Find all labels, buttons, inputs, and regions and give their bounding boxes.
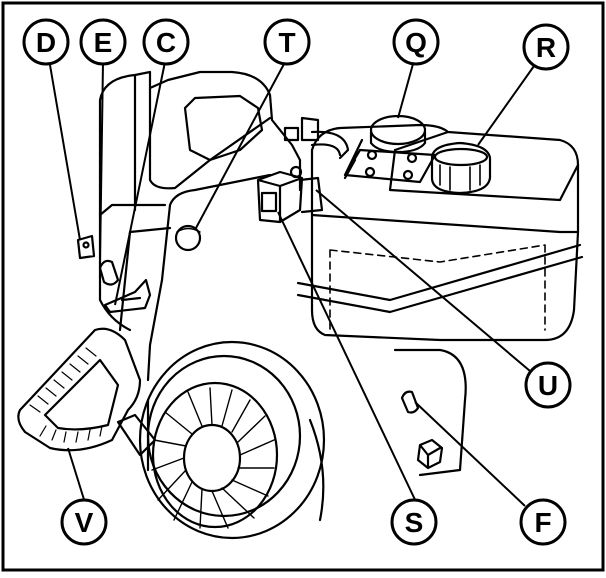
callout-f-label: F [534, 507, 551, 538]
plate-bolt-1 [366, 149, 378, 161]
engine-lower-body [146, 348, 467, 522]
choke-tab-hole [82, 241, 90, 249]
leader-s [277, 211, 419, 507]
shroud-inner-panel [183, 94, 264, 162]
callout-s: S [390, 498, 438, 546]
callout-r: R [522, 23, 570, 71]
callout-v-label: V [75, 507, 94, 538]
starter-handle-inner [43, 358, 120, 431]
stop-switch-highlight [176, 227, 201, 233]
fuel-cap [430, 141, 492, 195]
callout-v: V [60, 498, 108, 546]
leader-c [114, 61, 166, 306]
callout-d-label: D [36, 27, 56, 58]
callout-t: T [263, 18, 311, 66]
lower-fitting [416, 438, 444, 470]
fuel-cap-ridges [439, 164, 481, 191]
starter-handle-grip-lines [29, 347, 103, 443]
leader-u [315, 189, 531, 372]
drain-plug [400, 390, 420, 414]
small-fitting [283, 126, 300, 142]
recoil-starter-outer [138, 340, 326, 540]
engine-block-left-face [146, 173, 272, 382]
fuel-tank [310, 123, 580, 342]
leader-e [99, 61, 104, 263]
fuel-tank-strap [296, 243, 584, 314]
plate-bolt-2 [406, 152, 418, 164]
callout-u-label: U [538, 370, 558, 401]
primer-bolt [289, 165, 303, 179]
primer-switch [260, 191, 278, 213]
callout-d: D [22, 18, 70, 66]
leader-f [414, 401, 526, 507]
leader-q [397, 63, 414, 119]
callout-c-label: C [156, 27, 176, 58]
recoil-starter-grille [151, 381, 279, 529]
callout-c: C [142, 18, 190, 66]
mounting-plate [343, 138, 437, 184]
callout-q-label: Q [405, 27, 427, 58]
leader-v [67, 447, 87, 507]
recoil-starter-fins [151, 387, 275, 529]
choke-tab [76, 234, 96, 260]
engine-shroud [98, 70, 302, 332]
callout-e-label: E [94, 27, 113, 58]
shroud-top-panel [133, 73, 272, 212]
callout-q: Q [392, 18, 440, 66]
fuel-tank-dashed-outline [329, 244, 546, 331]
plate-bolt-3 [402, 169, 414, 181]
plate-bolt-4 [364, 166, 376, 178]
callout-u: U [524, 361, 572, 409]
engine-block-front-panel [98, 203, 172, 332]
callout-e: E [79, 18, 127, 66]
callout-s-label: S [405, 507, 424, 538]
leader-lines [49, 61, 535, 507]
callout-f: F [519, 498, 567, 546]
leader-d [49, 64, 81, 241]
callout-r-label: R [536, 32, 556, 63]
throttle-lever [103, 278, 152, 314]
stop-switch-button [174, 224, 202, 252]
choke-knob [98, 259, 120, 286]
fuel-line-fitting [300, 116, 320, 142]
leader-t [195, 63, 285, 229]
fuel-tank-top-edge [310, 130, 580, 234]
callout-t-label: T [278, 27, 295, 58]
leader-r [477, 65, 535, 146]
